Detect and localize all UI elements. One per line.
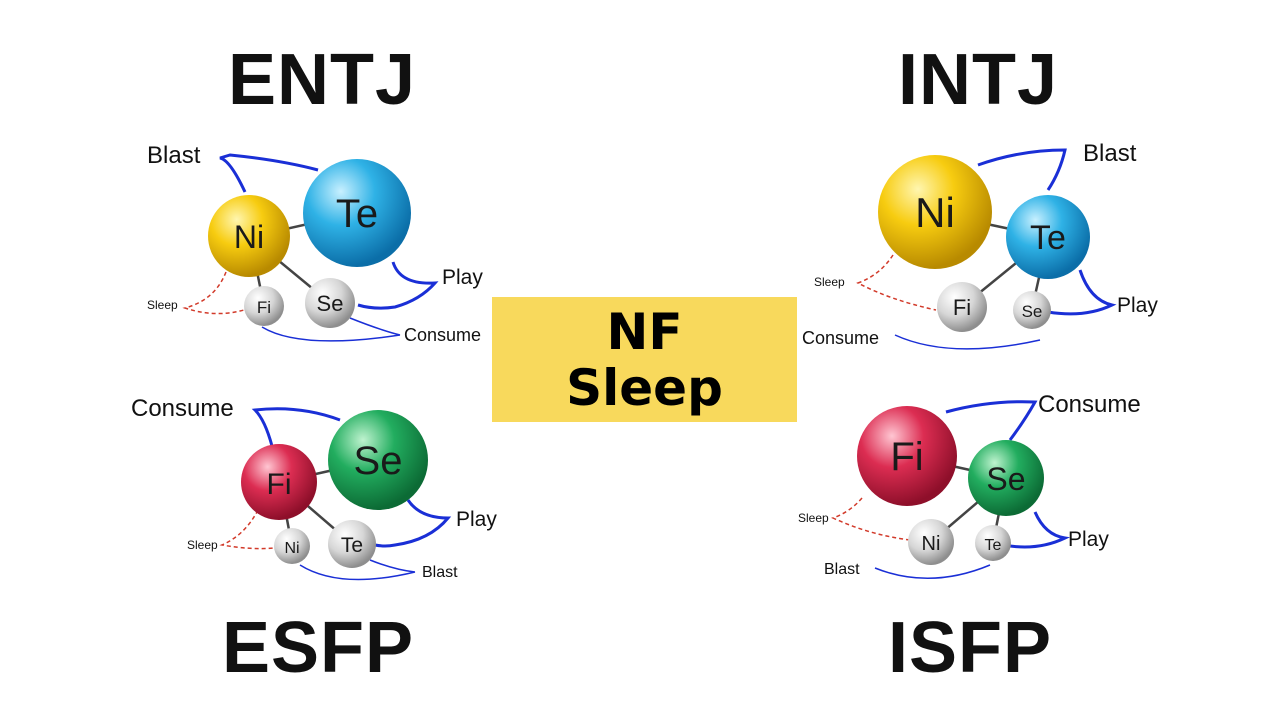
- entj-blast-label: Blast: [147, 142, 201, 169]
- isfp-sleep-arc: [831, 497, 911, 541]
- esfp-se-ball: [328, 410, 428, 510]
- esfp-se-label: Se: [354, 439, 403, 483]
- center-label-line1: NF: [606, 302, 683, 361]
- isfp-blast-label: Blast: [824, 561, 860, 578]
- entj-fi-ball: [244, 286, 284, 326]
- entj-play-arc: [357, 261, 439, 310]
- intj-play-label: Play: [1117, 294, 1158, 317]
- isfp-fi-ball: [857, 406, 957, 506]
- entj-ni-ball: [208, 195, 290, 277]
- entj-consume-label: Consume: [404, 325, 481, 345]
- entj-title: ENTJ: [228, 40, 417, 120]
- center-label-box: NF Sleep: [492, 297, 797, 422]
- entj-consume-arc: [261, 317, 401, 342]
- intj-fi-ball: [937, 282, 987, 332]
- center-label-line2: Sleep: [566, 358, 723, 417]
- intj-consume-arc: [894, 334, 1041, 350]
- esfp-sleep-label: Sleep: [187, 538, 218, 552]
- esfp-blast-label: Blast: [422, 564, 458, 581]
- isfp-sleep-label: Sleep: [798, 511, 829, 525]
- isfp-consume-arc: [945, 400, 1038, 441]
- entj-diagram: Te Ni Se Fi Blast Play Consume Sleep: [147, 142, 483, 345]
- intj-te-ball: [1006, 195, 1090, 279]
- isfp-blast-arc: [874, 564, 991, 579]
- entj-te-label: Te: [336, 192, 378, 236]
- isfp-te-ball: [975, 525, 1011, 561]
- intj-consume-label: Consume: [802, 328, 879, 348]
- entj-te-ball: [303, 159, 411, 267]
- esfp-fi-label: Fi: [267, 468, 292, 501]
- isfp-consume-label: Consume: [1038, 391, 1141, 418]
- intj-ni-label: Ni: [915, 189, 955, 236]
- isfp-fi-label: Fi: [890, 435, 923, 479]
- esfp-diagram: Se Fi Te Ni Consume Play Blast Sleep: [131, 395, 497, 581]
- intj-te-label: Te: [1030, 219, 1066, 257]
- isfp-se-ball: [968, 440, 1044, 516]
- isfp-te-label: Te: [985, 537, 1002, 554]
- entj-fi-label: Fi: [257, 298, 271, 317]
- intj-sleep-label: Sleep: [814, 275, 845, 289]
- esfp-play-label: Play: [456, 508, 497, 531]
- isfp-se-label: Se: [986, 461, 1025, 497]
- intj-se-ball: [1013, 291, 1051, 329]
- intj-play-arc: [1047, 269, 1117, 316]
- isfp-ni-ball: [908, 519, 954, 565]
- entj-blast-arc: [219, 153, 319, 193]
- esfp-ni-label: Ni: [284, 540, 299, 557]
- esfp-consume-label: Consume: [131, 395, 234, 422]
- esfp-consume-arc: [251, 407, 341, 447]
- entj-sleep-arc: [182, 271, 245, 315]
- entj-sleep-label: Sleep: [147, 298, 178, 312]
- intj-fi-label: Fi: [953, 295, 971, 320]
- entj-ni-label: Ni: [234, 219, 264, 255]
- entj-play-label: Play: [442, 266, 483, 289]
- esfp-fi-ball: [241, 444, 317, 520]
- esfp-title: ESFP: [222, 608, 415, 688]
- entj-se-ball: [305, 278, 355, 328]
- esfp-te-ball: [328, 520, 376, 568]
- isfp-play-label: Play: [1068, 528, 1109, 551]
- esfp-blast-arc: [299, 559, 416, 581]
- intj-title: INTJ: [898, 40, 1059, 120]
- intj-blast-arc: [977, 148, 1067, 191]
- intj-sleep-arc: [856, 254, 937, 311]
- esfp-ni-ball: [274, 528, 310, 564]
- isfp-play-arc: [1009, 511, 1071, 549]
- esfp-play-arc: [374, 499, 452, 548]
- isfp-ni-label: Ni: [922, 533, 941, 555]
- esfp-sleep-arc: [219, 509, 276, 550]
- intj-blast-label: Blast: [1083, 140, 1137, 167]
- entj-se-label: Se: [317, 291, 344, 316]
- intj-diagram: Ni Te Fi Se Blast Play Consume Sleep: [802, 140, 1158, 350]
- isfp-title: ISFP: [888, 608, 1053, 688]
- intj-se-label: Se: [1022, 302, 1043, 321]
- intj-ni-ball: [878, 155, 992, 269]
- esfp-te-label: Te: [341, 534, 363, 557]
- isfp-diagram: Fi Se Ni Te Consume Play Blast Sleep: [798, 391, 1141, 579]
